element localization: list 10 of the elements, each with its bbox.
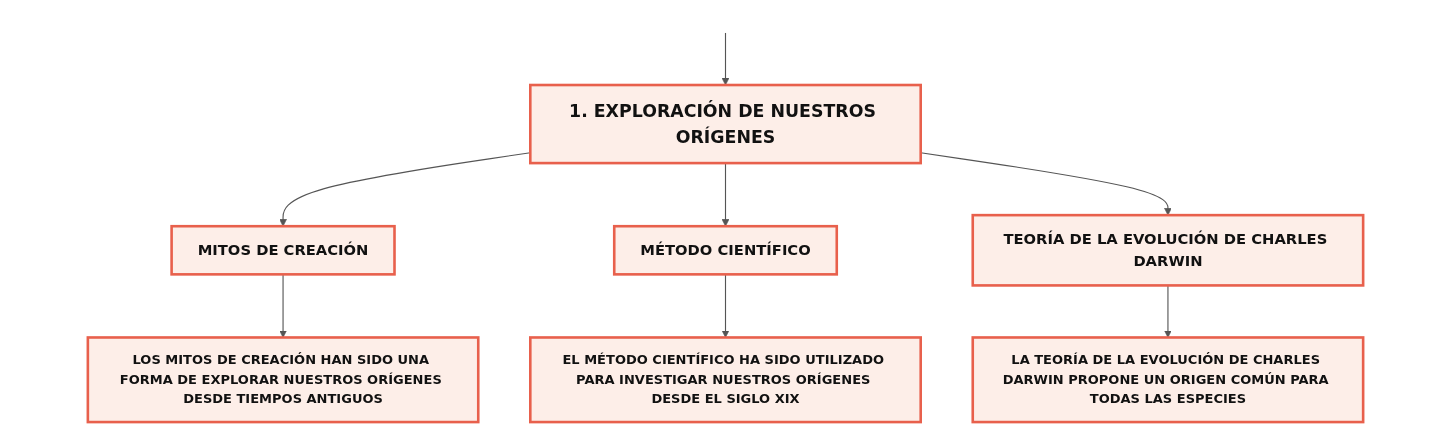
node-box: MITOS DE CREACIÓN <box>170 224 396 276</box>
arrow <box>279 152 531 227</box>
node-box: TEORÍA DE LA EVOLUCIÓN DE CHARLES DARWIN <box>971 213 1365 287</box>
arrow <box>920 152 1172 216</box>
node-box: EL MÉTODO CIENTÍFICO HA SIDO UTILIZADO PARA INVESTIGAR NUESTROS ORÍGENES DESDE EL SIGLO XIX <box>529 336 922 424</box>
arrow <box>721 32 730 86</box>
node-box: MÉTODO CIENTÍFICO <box>612 224 839 276</box>
node-box: LOS MITOS DE CREACIÓN HAN SIDO UNA FORMA DE EXPLORAR NUESTROS ORÍGENES DESDE TIEMPOS ANTIGUOS <box>86 336 480 424</box>
node-box: LA TEORÍA DE LA EVOLUCIÓN DE CHARLES DARWIN PROPONE UN ORIGEN COMÚN PARA TODAS LAS ESPECIES <box>971 336 1365 424</box>
node-box: 1. EXPLORACIÓN DE NUESTROS ORÍGENES <box>529 83 922 165</box>
